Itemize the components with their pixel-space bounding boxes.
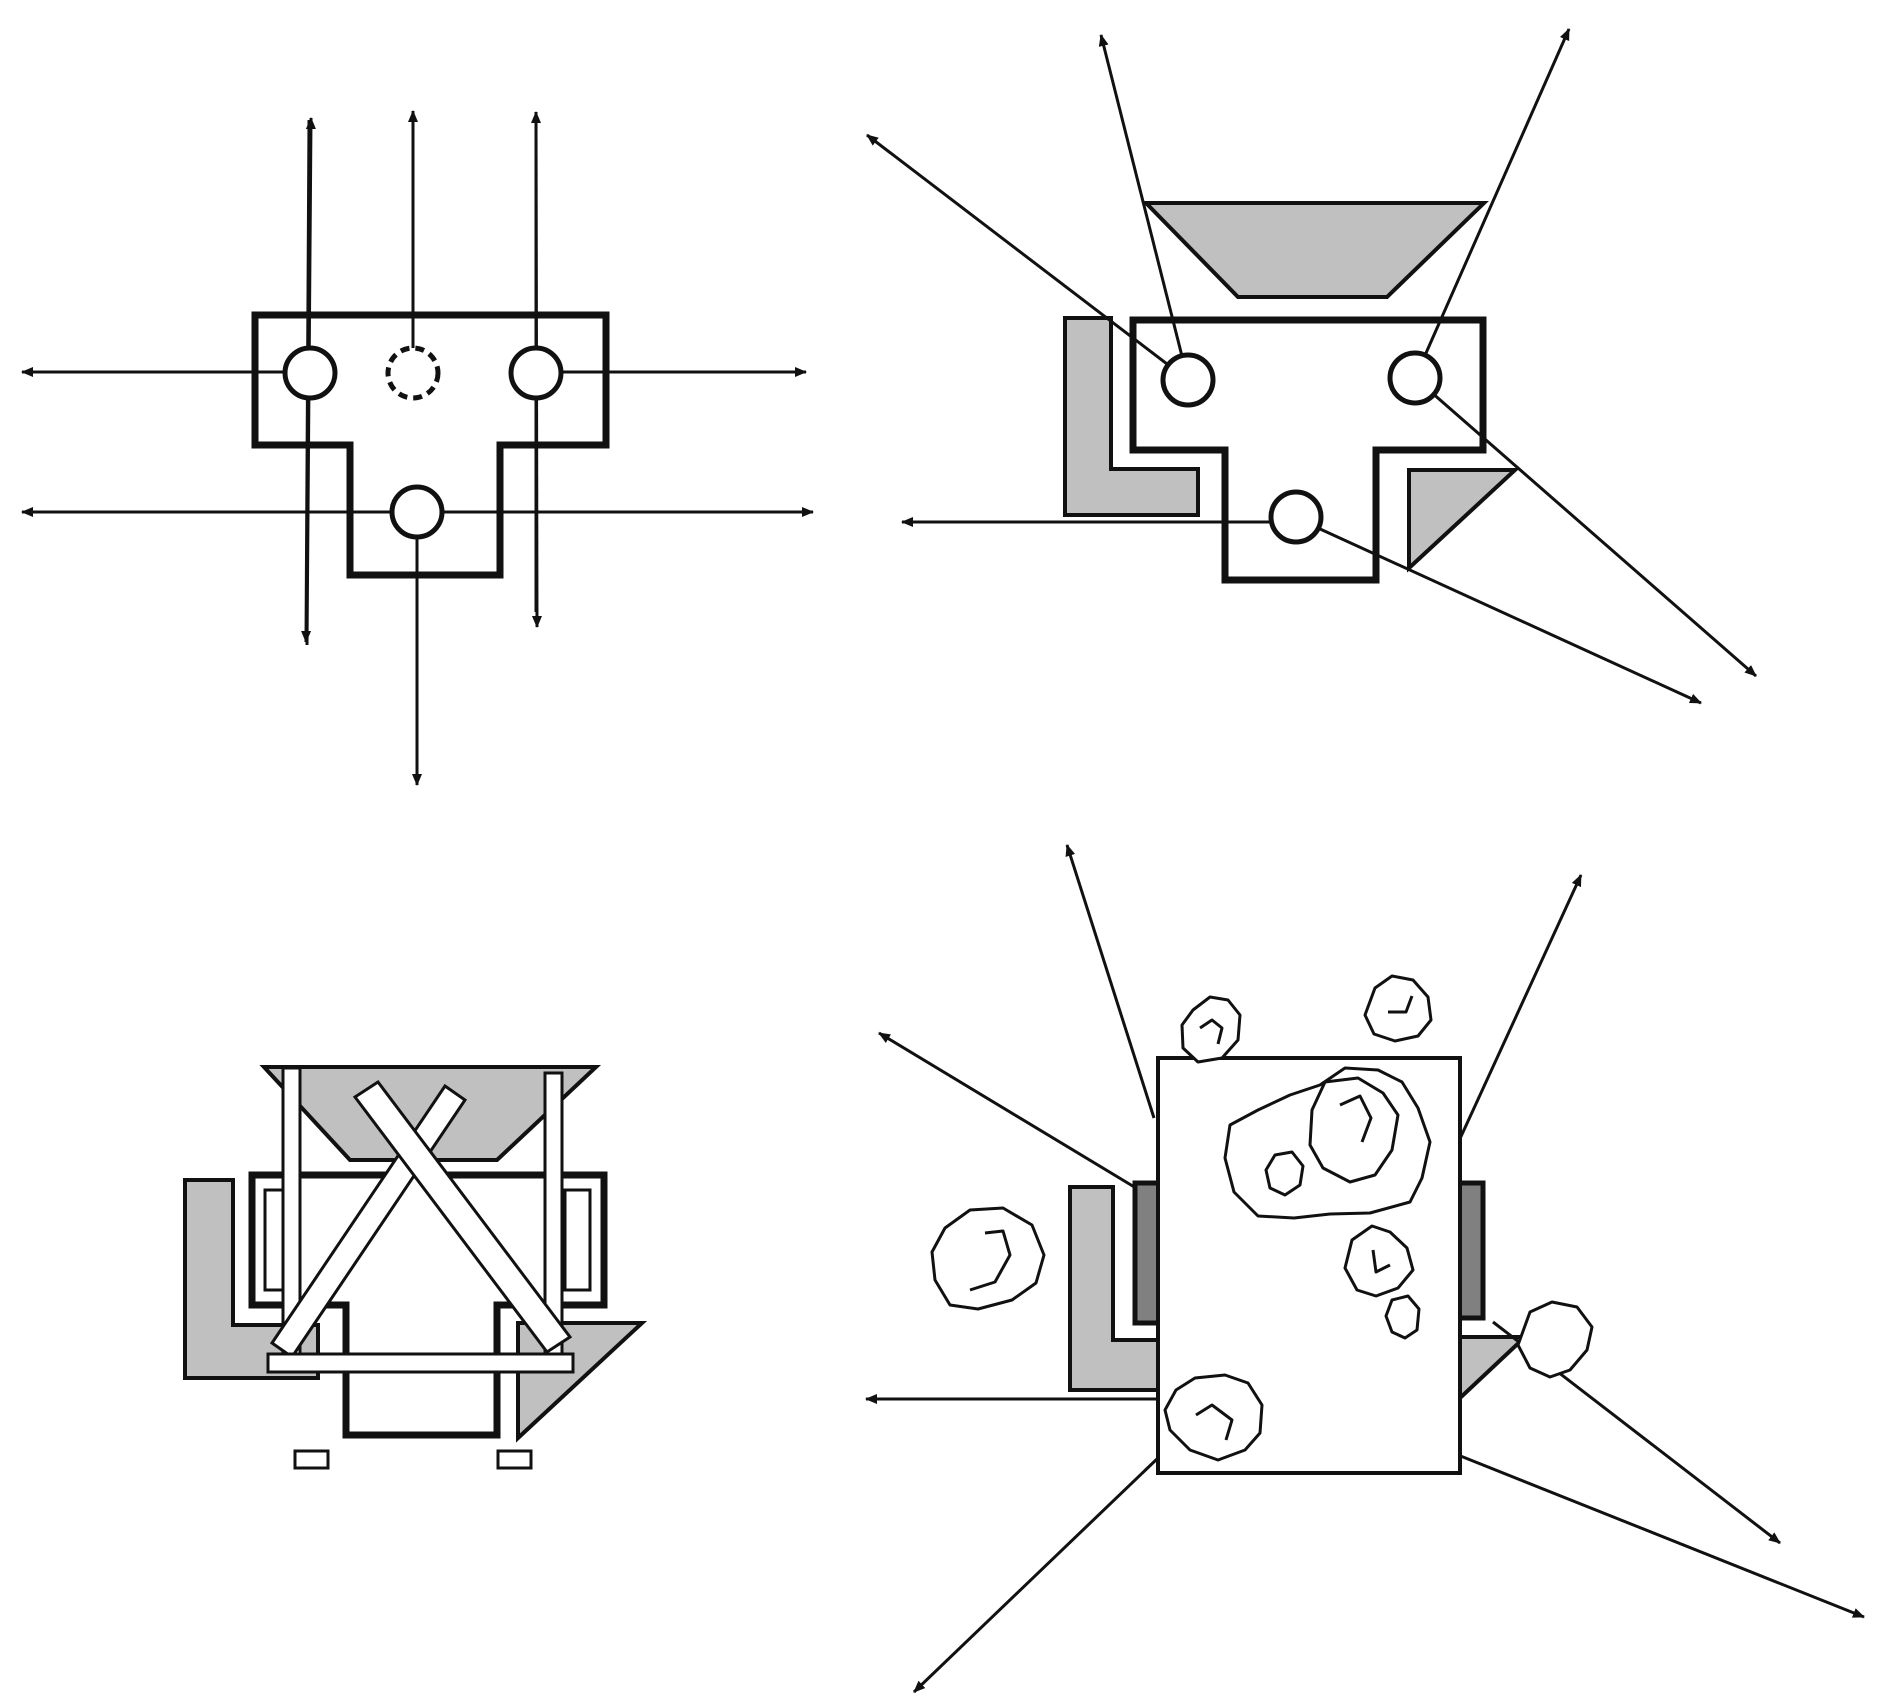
rocks xyxy=(930,974,1594,1462)
horizontal-beam xyxy=(266,1352,575,1374)
arrow-up-right xyxy=(1456,874,1583,1144)
opening-circle-left xyxy=(1160,352,1216,408)
inner-frame-right xyxy=(563,1188,592,1292)
arrow-up-near-vertical xyxy=(1098,34,1190,381)
rock-middle xyxy=(1343,1224,1415,1298)
rock-large-inner xyxy=(1308,1076,1400,1184)
view-axes xyxy=(866,28,1757,705)
rock-small-lower xyxy=(1384,1294,1421,1340)
rock-top-left xyxy=(1180,995,1242,1064)
view-axes xyxy=(865,844,1865,1694)
arrow-lower-right-steep xyxy=(1414,376,1757,678)
rock-bottom-left-mark xyxy=(1195,1403,1234,1441)
arrow-up-left-diagonal xyxy=(878,1031,1137,1190)
arrow-up-left-steep xyxy=(1065,844,1156,1119)
opening-circle-right xyxy=(508,345,564,401)
arrow-upper-left-diagonal xyxy=(866,133,1189,382)
rock-small-blob xyxy=(1264,1150,1305,1197)
arrow-right-down-lower xyxy=(1457,1453,1865,1619)
rock-large-inner-mark xyxy=(1339,1094,1373,1143)
dark-wall-right xyxy=(1455,1180,1486,1321)
panel-4 xyxy=(865,844,1865,1694)
rock-top-right xyxy=(1363,974,1433,1043)
rock-middle-mark xyxy=(1371,1249,1391,1274)
gray-triangle-mass xyxy=(1407,468,1521,573)
dark-wall-left xyxy=(1132,1180,1163,1326)
diagonal-brace-b xyxy=(352,1079,573,1355)
rock-top-right-mark xyxy=(1388,995,1414,1014)
rock-left-outside-mark xyxy=(969,1229,1012,1292)
opening-circle-dashed xyxy=(385,345,441,401)
arrow-down-left xyxy=(912,1456,1160,1694)
rock-top-left-mark xyxy=(1199,1018,1224,1045)
gray-l-shaped-mass xyxy=(1063,316,1200,517)
arrow-lower-right-shallow xyxy=(1295,516,1702,705)
rock-right-outside xyxy=(1516,1300,1594,1379)
rock-left-outside xyxy=(930,1206,1046,1311)
opening-circle-left xyxy=(282,345,338,401)
footing-right xyxy=(496,1449,533,1470)
rock-bottom-left xyxy=(1163,1373,1264,1462)
opening-circle-right xyxy=(1387,350,1443,406)
footing-left xyxy=(293,1449,330,1470)
panel-2 xyxy=(866,28,1757,705)
gray-trapezoid-mass xyxy=(1141,201,1489,299)
opening-circle-bottom xyxy=(1268,489,1324,545)
panel-3 xyxy=(183,1065,648,1470)
arrow-up-right-diagonal xyxy=(1413,28,1571,379)
gray-triangle-mass xyxy=(1458,1335,1531,1403)
opening-circle-bottom xyxy=(389,484,445,540)
panel-1 xyxy=(21,110,814,786)
